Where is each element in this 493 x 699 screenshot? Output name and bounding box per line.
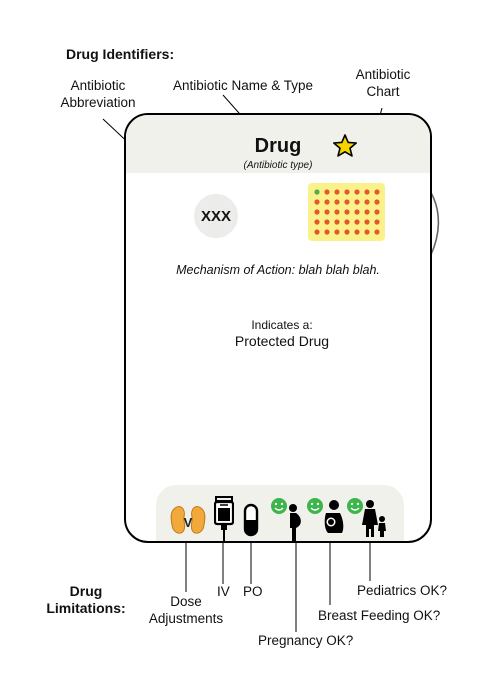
chart-dot [314,199,320,205]
antibiotic-chart [308,183,385,241]
chart-label: Antibiotic Chart [355,67,411,99]
mother-child-icon [362,500,386,537]
chart-dot [374,209,380,215]
kidney-icon: V [170,506,206,534]
chart-dot [324,189,330,195]
chart-dot [334,229,340,235]
chart-dot-green [314,189,320,195]
chart-dot [344,199,350,205]
chart-dot [344,229,350,235]
chart-dot [364,229,370,235]
chart-dot [324,219,330,225]
breast-feeding-label: Breast Feeding OK? [318,608,441,623]
pregnancy-smiley-icon [271,498,287,514]
chart-dot [324,209,330,215]
abbreviation-text: XXX [200,207,231,225]
chart-dot [374,229,380,235]
pill-capsule-icon [243,503,259,537]
breast-feeding-icon [324,500,344,533]
chart-dot [334,189,340,195]
chart-dot [364,219,370,225]
chart-dot [324,199,330,205]
drug-type: (Antibiotic type) [243,160,313,171]
pediatrics-smiley-icon [347,498,363,514]
po-label: PO [243,584,263,599]
chart-dot [354,209,360,215]
chart-dot [374,199,380,205]
abbreviation-badge: XXX [194,194,238,238]
drug-card: Drug (Antibiotic type) XXX Mechanism of … [124,113,432,543]
chart-dot [344,189,350,195]
drug-identifiers-heading: Drug Identifiers: [66,46,175,62]
chart-dot [374,219,380,225]
iv-bag-icon [214,496,234,541]
star-icon[interactable] [332,133,358,159]
chart-dot [334,199,340,205]
chart-dot [334,209,340,215]
chart-dot [354,199,360,205]
mechanism-of-action: Mechanism of Action: blah blah blah. [176,263,380,277]
chart-dot [314,209,320,215]
pediatrics-label: Pediatrics OK? [357,583,448,598]
drug-limitations-heading: Drug Limitations: [46,583,126,616]
dose-adjustments-label: Dose Adjustments [148,594,224,626]
iv-label: IV [217,584,230,599]
protected-indicator-line1: Indicates a: [251,318,313,332]
kidney-letter: V [184,515,193,530]
antibiotic-chart-grid [314,189,380,235]
chart-dot [354,219,360,225]
chart-dot [354,229,360,235]
chart-dot [364,209,370,215]
name-type-label: Antibiotic Name & Type [172,78,314,93]
chart-dot [324,229,330,235]
chart-dot [334,219,340,225]
drug-name: Drug [254,135,302,157]
chart-dot [364,189,370,195]
chart-dot [344,219,350,225]
chart-dot [314,229,320,235]
chart-dot [354,189,360,195]
protected-indicator-line2: Protected Drug [234,333,330,349]
pregnancy-label: Pregnancy OK? [258,633,354,648]
chart-dot [364,199,370,205]
breast-feeding-smiley-icon [307,498,323,514]
chart-dot [314,219,320,225]
pregnant-woman-icon [289,504,301,541]
chart-dot [344,209,350,215]
abbreviation-label: Antibiotic Abbreviation [60,78,136,110]
chart-dot [374,189,380,195]
card-header [126,115,430,173]
